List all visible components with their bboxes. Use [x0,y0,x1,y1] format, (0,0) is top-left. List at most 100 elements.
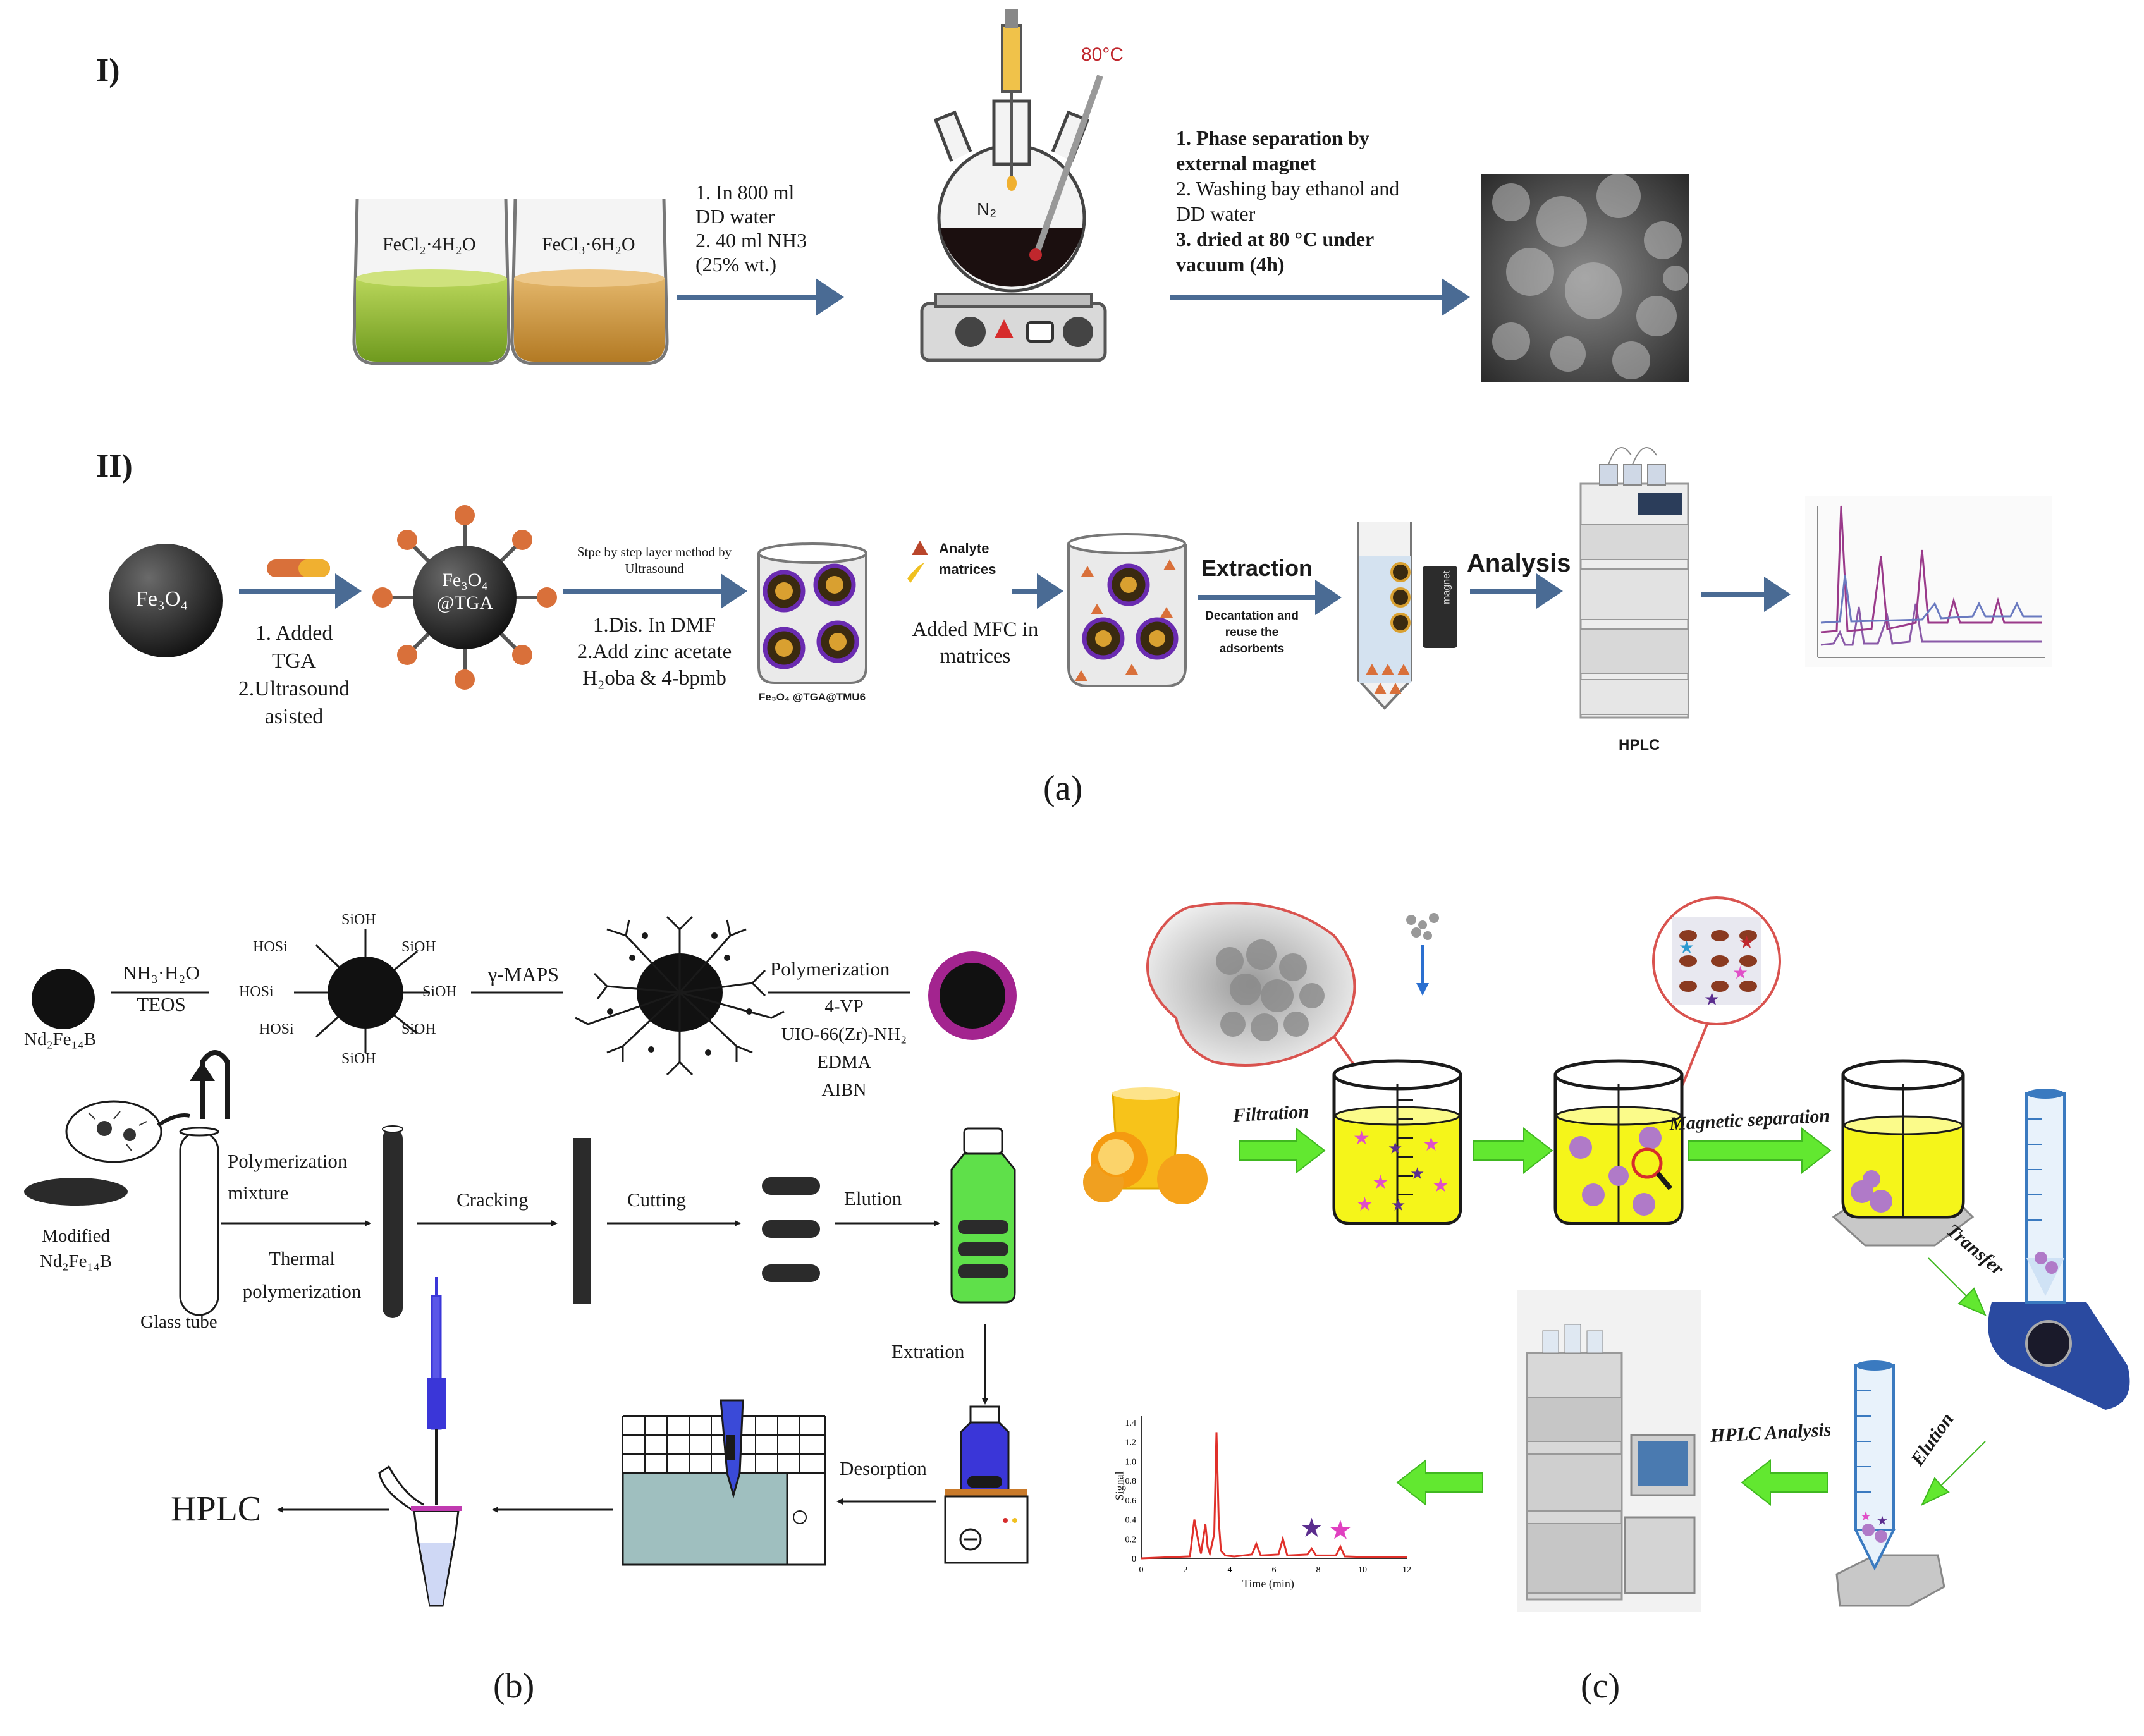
nd-core [32,969,95,1029]
magnet-label: magnet [1441,570,1452,604]
extraction-beaker [1067,533,1187,687]
y-tick-label: 1.2 [1125,1438,1137,1448]
svg-text:★: ★ [1432,1175,1449,1197]
modified-powder [24,1178,128,1206]
filtration-label: Filtration [1232,1101,1309,1127]
syringe-eppendorf [378,1277,462,1607]
hplc-label-a: HPLC [1619,737,1660,754]
composite-label: Fe₃O₄ @TGA@TMU6 [759,691,866,703]
y-tick-label: 1.0 [1125,1457,1137,1467]
peak-star-marker: ★ [1300,1512,1324,1543]
nitrogen-label: N₂ [977,199,997,219]
x-tick-label: 8 [1316,1565,1321,1575]
fe3o4-core [109,544,223,657]
siloh-top: SiOH [341,912,376,928]
cut-pieces [762,1177,820,1282]
svg-text:★: ★ [1388,1139,1402,1158]
x-tick-label: 6 [1272,1565,1277,1575]
panel-b [24,915,1029,1607]
elution-label-b: Elution [844,1187,902,1209]
legend-matrices: matrices [939,561,996,577]
peak-star-marker: ★ [1328,1514,1352,1545]
cutting-label: Cutting [627,1189,687,1211]
siloh-lower-right: SiOH [401,1021,436,1037]
y-tick-label: 0.6 [1125,1496,1137,1506]
caption-c: (c) [1581,1666,1620,1706]
svg-text:★: ★ [1704,989,1720,1010]
three-neck-flask [920,9,1107,362]
extraction-label: Extraction [1201,555,1313,581]
nd-core-label: Nd₂Fe₁₄B [24,1029,97,1049]
x-tick-label: 12 [1402,1565,1411,1575]
caption-b: (b) [493,1666,535,1706]
svg-text:★: ★ [1423,1134,1440,1156]
y-tick-label: 1.4 [1125,1419,1137,1428]
vortex-column [1988,1089,2130,1410]
orange-juice [1083,1087,1208,1204]
hplc-instrument-c [1517,1290,1701,1612]
extration-label: Extration [891,1340,965,1362]
y-tick-label: 0.8 [1125,1477,1137,1486]
temperature-label: 80°C [1081,44,1124,65]
polymerization-label: Polymerization [770,958,890,980]
siloh-bottom: SiOH [341,1051,376,1067]
beaker-c3 [1832,1059,1975,1247]
y-tick-label: 0 [1132,1555,1136,1564]
hplc-instrument-a [1579,447,1689,719]
beaker-fecl2-label: FeCl₂·4H₂O [383,234,476,255]
section-ii-label: II) [96,448,133,484]
chart-c-ylabel: Signal [1113,1471,1126,1501]
siloh-upper-right: SiOH [401,939,436,955]
core-label: Fe₃O₄ [136,587,188,611]
glass-tube [179,1127,219,1316]
glass-tube-label: Glass tube [140,1312,217,1332]
beaker-fecl2 [352,199,511,365]
chart-series-line-0 [1141,1432,1407,1560]
maps-particle [575,915,785,1076]
x-tick-label: 10 [1358,1565,1367,1575]
svg-text:★: ★ [1372,1171,1389,1194]
hplc-label-b: HPLC [171,1489,262,1529]
filled-tube [382,1125,403,1318]
panel-a [109,9,2052,719]
caption-a: (a) [1043,769,1083,808]
hosi-lower: HOSi [259,1021,294,1037]
y-tick-label: 0.2 [1125,1535,1137,1544]
svg-text:★: ★ [1739,932,1755,953]
panel-c: ★★★ ★★ ★★★ ★★ ★★ [1083,896,2130,1612]
speech-bubble-b [65,1100,162,1163]
coated-particle [928,951,1017,1040]
desorption-setup [944,1405,1029,1564]
falling-particles [1406,913,1439,940]
chart-c-xlabel: Time (min) [1242,1577,1294,1590]
analyte-icon [912,541,928,555]
tga-capsule [267,559,330,577]
svg-text:★: ★ [1679,937,1694,958]
legend-analyte: Analyte [939,541,989,556]
siloh-right: SiOH [422,984,457,1000]
maps-label: γ-MAPS [488,963,559,986]
svg-text:★: ★ [1860,1508,1871,1524]
svg-text:★: ★ [1410,1164,1424,1183]
svg-text:★: ★ [1732,962,1748,983]
elution-column: ★★ [1835,1360,1945,1607]
beaker-fecl3-label: FeCl₃·6H₂O [542,234,635,255]
tmu6-beaker [757,542,867,684]
ultrasonic-bath [622,1399,826,1566]
fe3o4-tga-particle [372,505,557,690]
mof-bubble: ★ ★ ★ ★ [1652,896,1781,1158]
beaker-fecl3 [510,199,669,365]
svg-text:★: ★ [1356,1194,1373,1216]
core-tga-label: Fe₃O₄@TGA [436,570,494,613]
x-tick-label: 2 [1184,1565,1188,1575]
beaker-c1: ★★★ ★★ ★★★ [1332,1059,1462,1225]
